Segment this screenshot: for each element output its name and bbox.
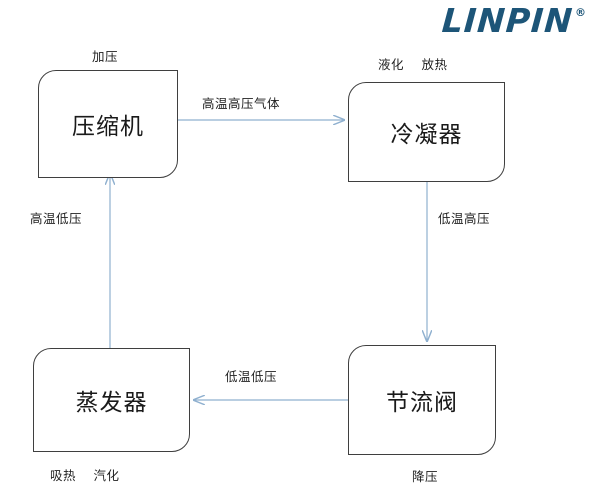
edge-label-throttle-to-evaporator: 低温低压 [225, 369, 278, 384]
node-compressor[interactable]: 压缩机 [38, 70, 178, 178]
node-condenser[interactable]: 冷凝器 [348, 82, 505, 182]
node-evaporator[interactable]: 蒸发器 [33, 348, 190, 452]
node-throttle[interactable]: 节流阀 [348, 345, 496, 455]
node-condenser-label: 冷凝器 [390, 122, 463, 148]
caption-condenser: 液化 放热 [378, 57, 448, 72]
caption-throttle: 降压 [412, 469, 439, 484]
registered-trademark-icon: ® [575, 6, 586, 19]
node-throttle-label: 节流阀 [386, 390, 458, 416]
node-evaporator-label: 蒸发器 [75, 390, 148, 416]
caption-compressor: 加压 [92, 49, 119, 64]
node-compressor-label: 压缩机 [72, 114, 144, 140]
logo-wordmark: LINPIN [440, 1, 575, 40]
linpin-logo: LINPIN ® [440, 1, 586, 40]
edge-label-evaporator-to-compressor: 高温低压 [30, 211, 83, 226]
edge-label-compressor-to-condenser: 高温高压气体 [202, 96, 281, 111]
caption-evaporator: 吸热 汽化 [50, 468, 120, 483]
edge-label-condenser-to-throttle: 低温高压 [438, 211, 491, 226]
